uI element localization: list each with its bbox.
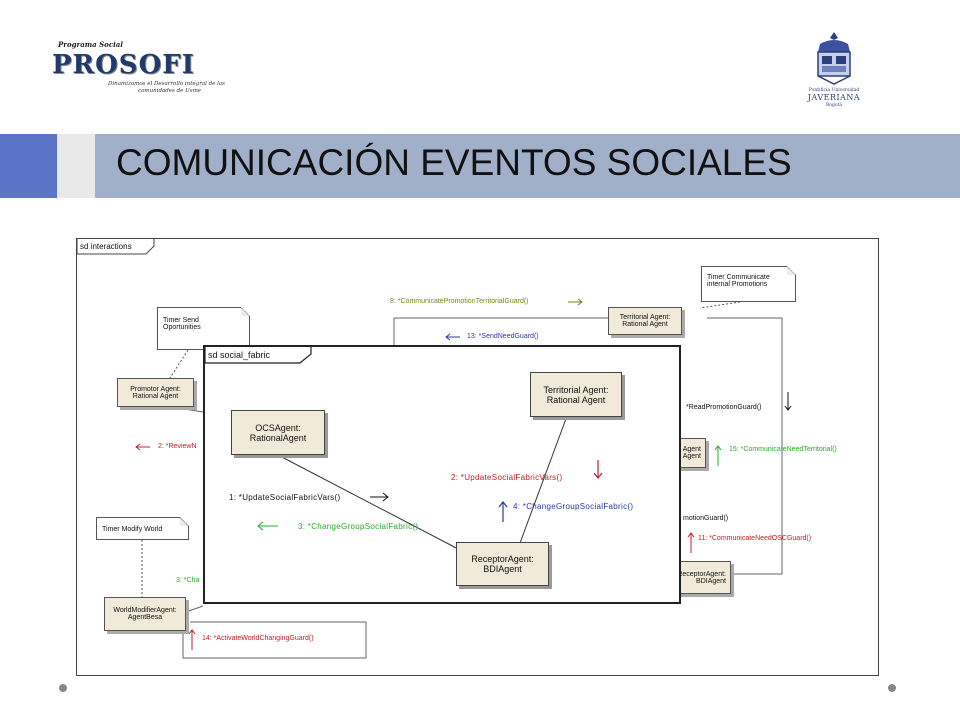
msg-3-inner: 3: *ChangeGroupSocialFabric(): [298, 522, 419, 531]
territorial-agent-inner[interactable]: Territorial Agent: Rational Agent: [530, 372, 622, 417]
bullet-dot-left: [59, 684, 67, 692]
logo-tagline-2: comunidades de Usme: [138, 88, 202, 94]
prosofi-logo: Programa Social PROSOFI Dinamizamos el D…: [48, 38, 228, 100]
page-title: COMUNICACIÓN EVENTOS SOCIALES: [116, 142, 792, 183]
world-modifier-agent[interactable]: WorldModifierAgent: AgentBesa: [104, 597, 186, 631]
object-type: BDIAgent: [483, 564, 522, 574]
object-name: WorldModifierAgent:: [113, 607, 177, 614]
object-name: Promotor Agent:: [130, 385, 181, 393]
msg-3-outer: 3: *Cha: [176, 577, 200, 584]
title-band-accent: [0, 134, 57, 198]
crest-icon: [817, 32, 851, 85]
object-name: Agent: [682, 446, 701, 453]
msg-4-inner: 4: *ChangeGroupSocialFabric(): [513, 502, 634, 511]
object-name: Territorial Agent:: [619, 314, 671, 321]
msg-read-promotion: *ReadPromotionGuard(): [686, 404, 762, 411]
object-type: Agent: [682, 453, 701, 460]
object-name: ReceptorAgent:: [471, 554, 534, 564]
promotor-agent[interactable]: Promotor Agent: Rational Agent: [117, 378, 194, 407]
object-type: Rational Agent: [622, 321, 668, 328]
interactions-frame-label: sd interactions: [80, 242, 132, 251]
univ-line-2: Bogotá: [825, 103, 843, 108]
msg-promotion-guard: motionGuard(): [683, 515, 729, 522]
ocs-agent[interactable]: OCSAgent: RationalAgent: [231, 410, 325, 455]
univ-name: JAVERIANA: [807, 93, 861, 102]
territorial-agent[interactable]: Territorial Agent: Rational Agent: [608, 307, 682, 335]
title-band-gap: [57, 134, 95, 198]
note-timer-communicate: Timer Communicate internal Promotions: [701, 266, 796, 302]
msg-13: 13: *SendNeedGuard(): [467, 333, 539, 340]
receptor-agent-inner[interactable]: ReceptorAgent: BDIAgent: [456, 542, 549, 586]
note-line: Timer Send: [163, 317, 199, 324]
note-line: internal Promotions: [707, 281, 768, 288]
bullet-dot-right: [888, 684, 896, 692]
title-band: [95, 134, 960, 198]
msg-1-inner: 1: *UpdateSocialFabricVars(): [229, 493, 341, 502]
object-type: Rational Agent: [546, 394, 606, 405]
note-line: Timer Modify World: [102, 526, 163, 533]
msg-8: 8: *CommunicatePromotionTerritorialGuard…: [390, 298, 529, 305]
msg-2-inner: 2: *UpdateSocialFabricVars(): [451, 473, 563, 482]
logo-name: PROSOFI: [52, 50, 195, 80]
object-type: Rational Agent: [132, 392, 179, 400]
object-type: RationalAgent: [249, 432, 307, 443]
logo-tagline-1: Dinamizamos el Desarrollo integral de la…: [108, 81, 226, 87]
msg-11: 11: *CommunicateNeedOSCGuard(): [698, 535, 812, 542]
javeriana-logo: Pontificia Universidad JAVERIANA Bogotá: [804, 30, 864, 112]
note-timer-modify: Timer Modify World: [96, 517, 189, 540]
msg-2-outer: 2: *ReviewN: [158, 443, 197, 450]
logo-top-text: Programa Social: [58, 40, 123, 49]
object-type: BDIAgent: [696, 577, 726, 585]
univ-line-1: Pontificia Universidad: [808, 88, 860, 93]
object-name: Territorial Agent:: [543, 384, 609, 395]
object-type: AgentBesa: [127, 614, 163, 621]
note-line: Timer Communicate: [707, 274, 770, 281]
msg-14: 14: *ActivateWorldChangingGuard(): [202, 635, 314, 642]
object-name: OCSAgent:: [255, 422, 301, 433]
msg-15: 15: *CommunicateNeedTerritorial(): [729, 446, 837, 453]
social-fabric-frame-label: sd social_fabric: [208, 350, 271, 360]
note-line: Oportunities: [163, 324, 201, 331]
object-name: ReceptorAgent:: [677, 570, 726, 578]
